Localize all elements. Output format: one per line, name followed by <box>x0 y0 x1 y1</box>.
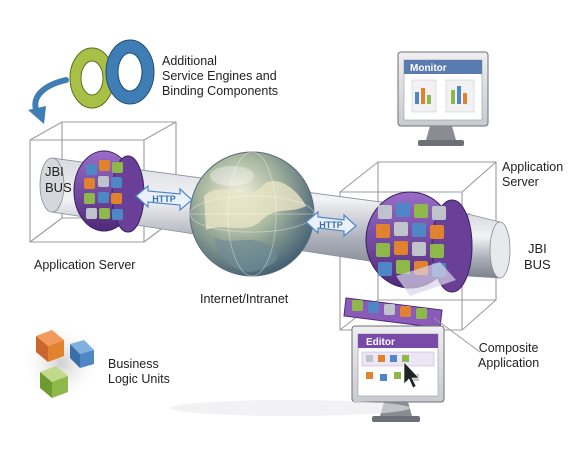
composite-application-strip <box>343 262 456 329</box>
internet-globe <box>189 151 315 277</box>
internet-label: Internet/Intranet <box>200 292 289 306</box>
composite-pointer-line <box>433 317 481 353</box>
composite-application-label: Composite Application <box>478 341 540 370</box>
left-application-server-label: Application Server <box>34 258 136 272</box>
http-right-text: HTTP <box>319 220 343 230</box>
right-jbi-ring <box>365 191 473 293</box>
insert-arrow <box>28 77 69 124</box>
right-application-server-label: Application Server <box>502 160 564 189</box>
editor-title: Editor <box>366 337 395 348</box>
monitor-display: Monitor <box>397 51 489 146</box>
monitor-title: Monitor <box>410 63 447 74</box>
right-jbi-bus-label: JBI BUS <box>524 241 551 272</box>
editor-display: Editor <box>351 325 445 422</box>
http-arrow-right: HTTP <box>305 210 357 238</box>
additional-components-label: Additional Service Engines and Binding C… <box>162 54 279 98</box>
mouse-cursor-icon <box>403 361 420 389</box>
http-arrow-left: HTTP <box>135 184 193 212</box>
http-left-text: HTTP <box>152 194 176 204</box>
floor-shadow <box>170 400 410 416</box>
left-jbi-bus-label: JBI BUS <box>45 164 72 195</box>
business-logic-box <box>20 322 102 404</box>
business-logic-label: Business Logic Units <box>108 357 170 386</box>
service-engine-rings <box>69 39 155 109</box>
left-jbi-ring <box>73 150 145 233</box>
